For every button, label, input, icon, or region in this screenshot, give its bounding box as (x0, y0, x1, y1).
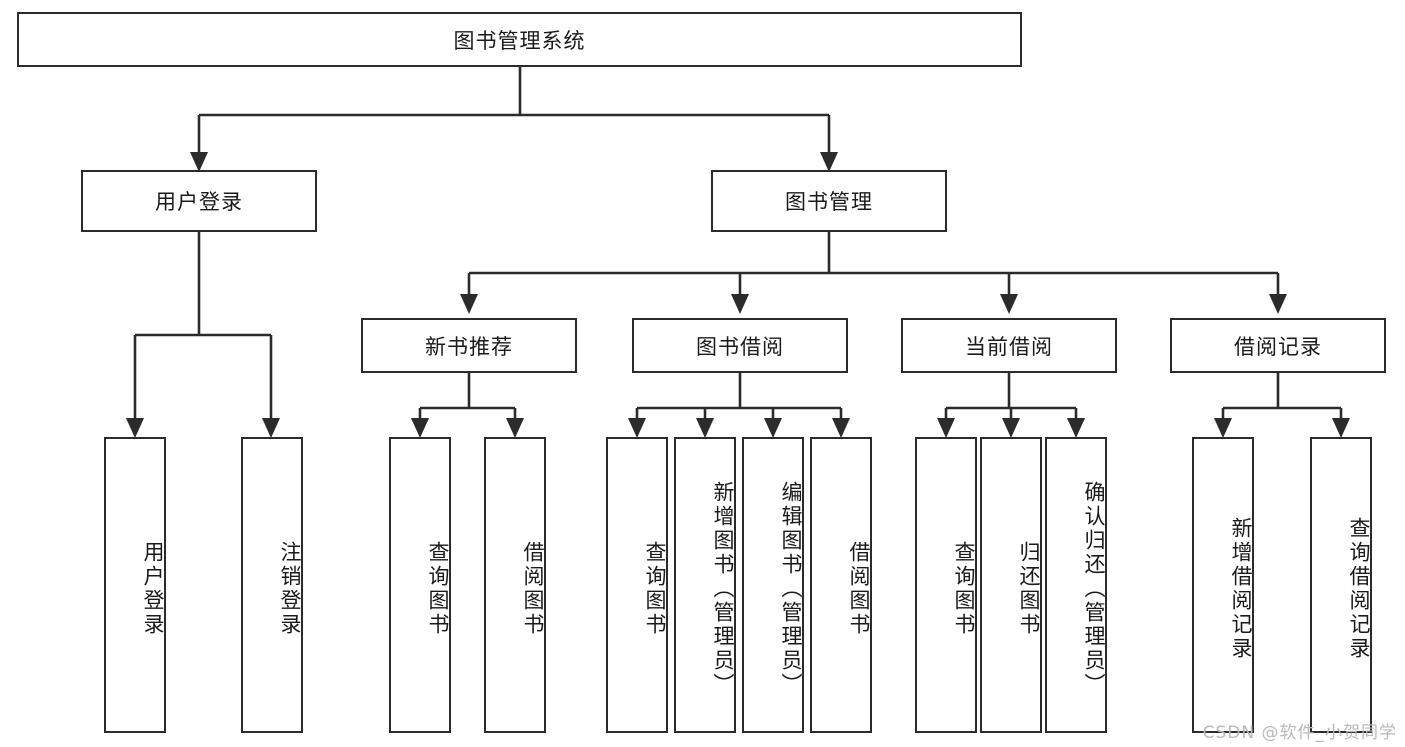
leaf-confirm-return-admin[interactable]: 确认归还（管理员） (1045, 437, 1107, 733)
node-borrow-record[interactable]: 借阅记录 (1170, 318, 1386, 373)
leaf-query-book-recommend[interactable]: 查询图书 (389, 437, 451, 733)
leaf-borrow-book[interactable]: 借阅图书 (810, 437, 872, 733)
node-current-borrow[interactable]: 当前借阅 (901, 318, 1117, 373)
node-book-borrow[interactable]: 图书借阅 (632, 318, 848, 373)
leaf-user-login[interactable]: 用户登录 (104, 437, 166, 733)
node-root[interactable]: 图书管理系统 (17, 12, 1022, 67)
leaf-edit-book-admin[interactable]: 编辑图书（管理员） (742, 437, 804, 733)
watermark: CSDN @软件_小贺同学 (1202, 723, 1397, 743)
leaf-borrow-book-recommend[interactable]: 借阅图书 (484, 437, 546, 733)
leaf-query-borrow-record[interactable]: 查询借阅记录 (1310, 437, 1372, 733)
node-new-book-recommend[interactable]: 新书推荐 (361, 318, 577, 373)
leaf-user-logout[interactable]: 注销登录 (241, 437, 303, 733)
node-book-management[interactable]: 图书管理 (711, 170, 947, 232)
leaf-return-book[interactable]: 归还图书 (980, 437, 1042, 733)
leaf-query-book-current[interactable]: 查询图书 (915, 437, 977, 733)
leaf-add-borrow-record[interactable]: 新增借阅记录 (1192, 437, 1254, 733)
leaf-query-book-borrow[interactable]: 查询图书 (606, 437, 668, 733)
node-user-login[interactable]: 用户登录 (81, 170, 317, 232)
leaf-add-book-admin[interactable]: 新增图书（管理员） (674, 437, 736, 733)
